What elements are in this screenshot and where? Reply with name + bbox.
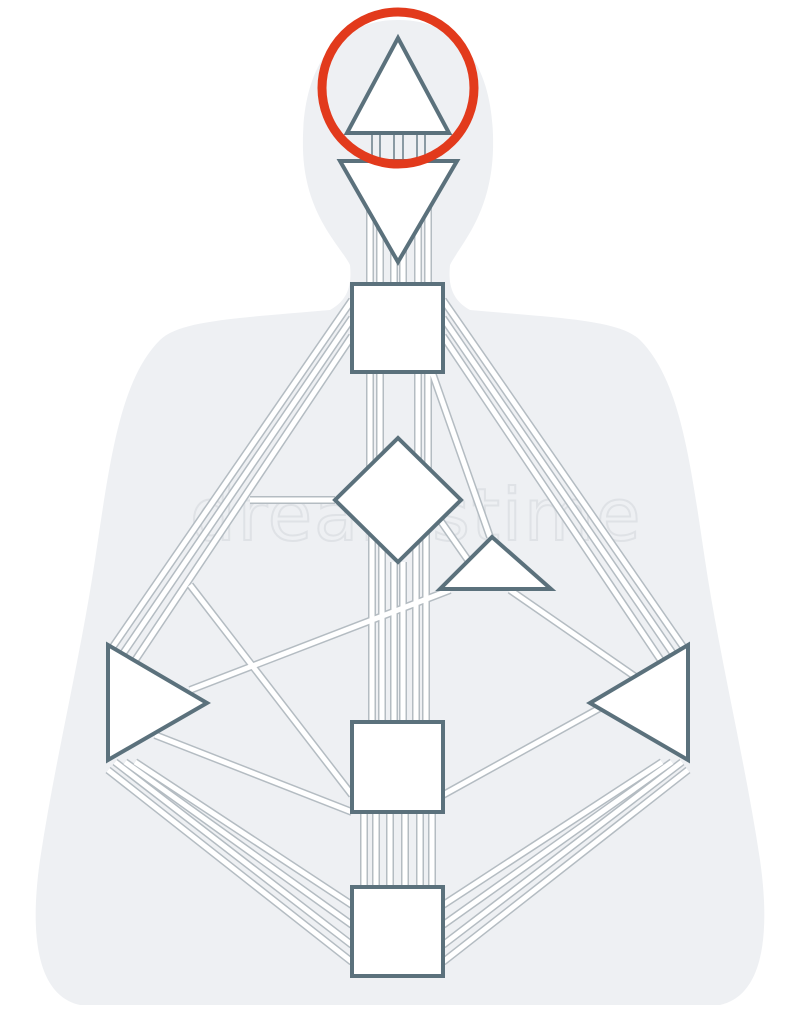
throat-center[interactable] (350, 282, 445, 374)
channel-line (106, 768, 354, 964)
channel-line (441, 760, 684, 947)
channel-line (188, 583, 354, 797)
channel-line (508, 587, 642, 683)
channel-line (440, 298, 687, 650)
g-center[interactable] (332, 435, 464, 565)
channel-line (440, 316, 677, 657)
channel-line (189, 587, 451, 693)
ego-center[interactable] (435, 534, 557, 591)
channel-line (109, 298, 355, 650)
spleen-center[interactable] (106, 641, 211, 764)
channel-line (123, 759, 354, 928)
channel-line (429, 371, 493, 538)
channel-line (437, 518, 473, 565)
channel-line (119, 316, 355, 657)
channel-line (154, 732, 353, 815)
channel-line (131, 334, 355, 664)
sacral-center[interactable] (350, 720, 445, 814)
channel-line (133, 759, 354, 908)
channel-line (441, 759, 674, 928)
channel-line (440, 334, 665, 664)
root-center[interactable] (350, 885, 445, 978)
centers (106, 33, 690, 978)
channel-line (441, 759, 664, 908)
channels (105, 200, 691, 966)
channel-line (441, 705, 602, 798)
channel-line (113, 760, 354, 947)
channel-line (441, 768, 690, 964)
highlight-circle-head (317, 7, 479, 169)
solar-plexus-center[interactable] (586, 641, 690, 764)
head-center[interactable] (343, 33, 453, 135)
